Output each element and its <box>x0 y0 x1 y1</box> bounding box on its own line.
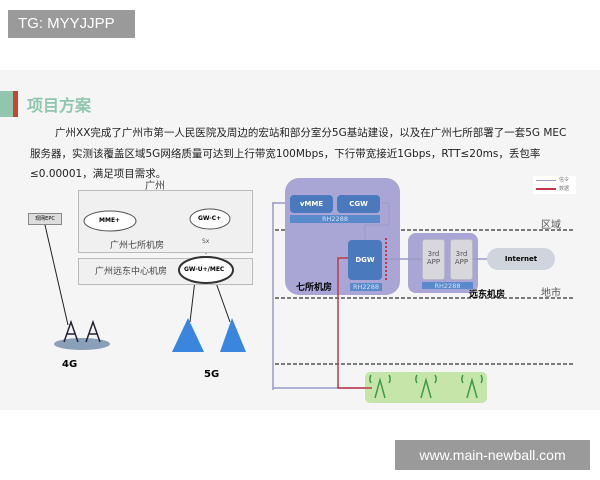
zone-label-region: 区域 <box>541 220 561 231</box>
vmme-node: vMME <box>290 195 333 213</box>
rh2288-server-3: RH2288 <box>422 282 473 290</box>
gwc-node: GW-C+ <box>198 215 222 222</box>
room-label-yuandong-right: 远东机房 <box>469 290 506 300</box>
title-accent-red <box>13 91 18 117</box>
cgw-node: CGW <box>337 195 380 213</box>
paragraph-line-2: 服务器，实测该覆盖区域5G网络质量可达到上行带宽100Mbps，下行带宽接近1G… <box>30 148 541 160</box>
label-5g: 5G <box>204 369 220 380</box>
app-node-2: 3rd APP <box>450 239 473 280</box>
data-port-strip <box>385 238 389 280</box>
legend-swatch-data <box>536 188 556 190</box>
legend-swatch-signal <box>536 180 556 181</box>
gwu-mec-node: GW-U+/MEC <box>184 266 225 273</box>
page-title: 项目方案 <box>27 96 92 115</box>
room-label-qisuo-right: 七所机房 <box>296 283 333 293</box>
app-node-1: 3rd APP <box>422 239 445 280</box>
room-label-qisuo: 广州七所机房 <box>110 241 165 251</box>
mme-node: MME+ <box>99 217 121 224</box>
watermark-bottom: www.main-newball.com <box>395 440 590 470</box>
zone-label-city: 地市 <box>541 288 561 299</box>
rh2288-server-2: RH2288 <box>350 283 382 291</box>
internet-cloud: Internet <box>487 248 555 270</box>
paragraph-line-3: ≤0.00001，满足项目需求。 <box>30 168 167 180</box>
rh2288-server-1: RH2288 <box>290 215 380 223</box>
label-4g: 4G <box>62 359 78 370</box>
title-accent-green <box>0 91 13 117</box>
region-label: 广州 <box>145 181 165 192</box>
dgw-node: DGW <box>348 240 382 280</box>
epc-box: 现网EPC <box>28 213 62 225</box>
legend-label-signal: 信令 <box>559 177 570 183</box>
watermark-top: TG: MYYJJPP <box>8 10 135 38</box>
legend-label-data: 数据 <box>559 186 570 192</box>
paragraph-line-1: 广州XX完成了广州市第一人民医院及周边的宏站和部分室分5G基站建设，以及在广州七… <box>55 127 567 139</box>
sx-label: Sx <box>202 238 210 245</box>
room-label-yuandong: 广州远东中心机房 <box>95 267 168 277</box>
legend: 信令 数据 <box>533 176 576 194</box>
